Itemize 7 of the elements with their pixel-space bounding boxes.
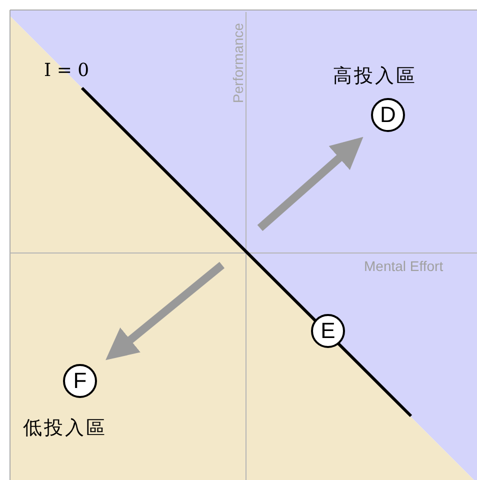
axis-label: Mental Effort [364, 258, 444, 274]
zone-label: 高投入區 [333, 64, 417, 89]
arrow [257, 136, 364, 231]
axis-label: Performance [230, 22, 246, 104]
arrow [106, 262, 225, 360]
line-label: I = 0 [44, 60, 90, 81]
zone-label: 低投入區 [23, 416, 107, 441]
